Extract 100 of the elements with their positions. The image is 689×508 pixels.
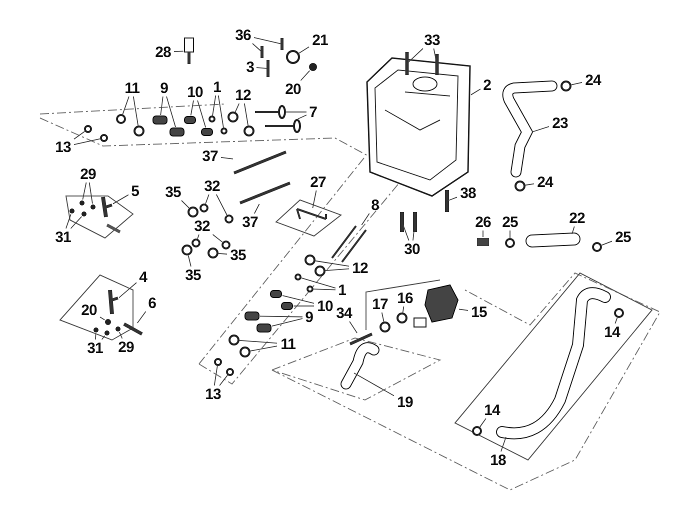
valve-seal xyxy=(244,126,254,136)
washer xyxy=(134,126,144,136)
leader-line xyxy=(448,196,458,202)
bolt xyxy=(260,46,264,58)
leader-line xyxy=(132,96,139,126)
screw xyxy=(82,212,86,216)
spring xyxy=(184,116,196,124)
leader-line xyxy=(205,194,210,204)
leader-line xyxy=(300,70,310,81)
leader-line xyxy=(254,204,260,214)
leader-line xyxy=(74,130,86,140)
washer xyxy=(228,334,240,346)
callout-number: 13 xyxy=(202,386,224,402)
leader-line xyxy=(433,48,436,60)
plug xyxy=(105,319,111,325)
callout-number: 21 xyxy=(309,32,331,48)
callout-number: 23 xyxy=(549,114,571,132)
leader-line xyxy=(312,190,317,208)
plug xyxy=(309,63,317,71)
leader-line xyxy=(250,346,278,352)
leader-line xyxy=(212,234,223,243)
valve xyxy=(255,105,286,119)
leader-line xyxy=(381,312,384,322)
leader-line xyxy=(254,37,282,44)
clip xyxy=(214,358,222,366)
clip xyxy=(226,368,234,376)
leader-line xyxy=(188,254,192,267)
callout-number: 11 xyxy=(277,336,299,352)
leader-line xyxy=(197,234,200,240)
callout-number: 7 xyxy=(306,104,320,120)
leader-line xyxy=(181,200,190,209)
callout-number: 31 xyxy=(52,228,74,246)
callout-number: 35 xyxy=(162,184,184,200)
lever xyxy=(101,196,112,218)
pin xyxy=(116,326,120,332)
callout-number: 37 xyxy=(199,148,221,164)
valve xyxy=(265,119,301,133)
callout-number: 26 xyxy=(472,214,494,230)
washer xyxy=(192,238,200,248)
washer xyxy=(222,240,230,250)
leader-line xyxy=(532,126,550,132)
callout-number: 25 xyxy=(499,214,521,230)
washer xyxy=(116,114,126,124)
o-ring xyxy=(614,308,624,318)
hose-clamp xyxy=(592,242,602,252)
leader-line xyxy=(297,114,307,120)
leader-line xyxy=(349,321,358,334)
leader-line xyxy=(354,372,394,396)
callout-number: 29 xyxy=(77,166,99,182)
stud-bolt xyxy=(435,54,439,75)
callout-number: 24 xyxy=(582,72,604,88)
callout-number: 2 xyxy=(480,76,494,94)
leader-line xyxy=(260,316,303,318)
leader-line xyxy=(282,295,314,304)
leader-line xyxy=(136,311,146,324)
nut xyxy=(208,248,218,258)
o-ring xyxy=(472,426,482,436)
dowel-pin xyxy=(400,212,404,232)
valve-body xyxy=(414,284,459,328)
spring xyxy=(170,128,184,136)
leader-line xyxy=(82,182,87,200)
bolt xyxy=(280,38,284,50)
nut xyxy=(188,206,198,218)
leader-line xyxy=(190,100,194,116)
callout-number: 16 xyxy=(394,290,416,306)
callout-number: 22 xyxy=(566,210,588,226)
leader-line xyxy=(160,96,164,116)
callout-number: 32 xyxy=(191,218,213,234)
leader-line xyxy=(118,332,123,339)
leader-line xyxy=(174,50,184,52)
callout-number: 25 xyxy=(612,228,634,246)
callout-number: 30 xyxy=(401,240,423,258)
leader-line xyxy=(218,253,228,255)
callout-number: 8 xyxy=(368,196,382,214)
callout-number: 15 xyxy=(468,304,490,320)
callout-number: 24 xyxy=(534,174,556,190)
pin xyxy=(80,200,84,206)
leader-line xyxy=(234,103,240,112)
callout-number: 32 xyxy=(201,178,223,194)
leader-line xyxy=(614,317,618,324)
hose-clamp xyxy=(560,80,572,92)
hose-clamp xyxy=(514,180,526,192)
callout-number: 34 xyxy=(333,304,355,322)
leader-line xyxy=(112,194,129,204)
leader-line xyxy=(361,213,370,226)
handle xyxy=(296,208,327,220)
callout-number: 1 xyxy=(336,282,348,298)
leader-line xyxy=(482,230,484,238)
nut xyxy=(182,244,192,256)
callout-number: 12 xyxy=(349,260,371,276)
callout-number: 10 xyxy=(314,298,336,314)
spring xyxy=(256,324,272,332)
callout-number: 9 xyxy=(158,80,170,96)
leader-line xyxy=(74,138,101,146)
lever xyxy=(108,290,118,314)
leader-line xyxy=(216,194,228,216)
callout-number: 5 xyxy=(128,182,142,200)
leader-line xyxy=(412,230,414,241)
callout-number: 20 xyxy=(78,302,100,318)
callout-number: 11 xyxy=(121,80,143,96)
